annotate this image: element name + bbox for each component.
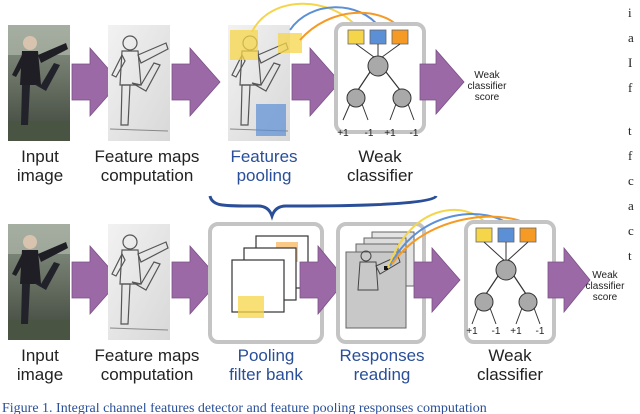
figure-caption-strip: Figure 1. Integral channel features dete… — [0, 403, 640, 414]
bottom-leaf-1: +1 — [466, 326, 478, 337]
bottom-connector-yellow — [387, 208, 489, 269]
margin-letter-6: f — [628, 148, 633, 163]
responses-reading — [336, 222, 426, 344]
top-connector-blue — [289, 6, 381, 31]
bottom-feature-map — [107, 223, 171, 341]
margin-letter-4: f — [628, 80, 633, 95]
top-connector-orange — [299, 11, 401, 41]
margin-letter-1: i — [628, 5, 632, 20]
top-arrow-1 — [71, 46, 121, 118]
bottom-input-image — [8, 224, 70, 340]
top-arrow-4 — [419, 48, 465, 116]
margin-letter-9: c — [628, 223, 634, 238]
margin-letter-8: a — [628, 198, 634, 213]
top-pooled-map — [227, 24, 302, 142]
bottom-leaf-4: -1 — [535, 326, 545, 337]
top-leaf-2: -1 — [364, 128, 374, 139]
top-connector-yellow — [251, 2, 359, 33]
top-leaf-4: -1 — [409, 128, 419, 139]
top-leaf-1: +1 — [337, 128, 349, 139]
features-pooling-brace — [208, 194, 438, 221]
top-arrow-2 — [171, 46, 221, 118]
top-arrow-3 — [291, 46, 341, 118]
top-feature-map — [107, 24, 171, 142]
bottom-weak-classifier — [464, 220, 556, 344]
bottom-leaf-3: +1 — [510, 326, 522, 337]
bottom-arrow-5 — [547, 246, 591, 314]
margin-letter-3: I — [628, 55, 633, 70]
top-weak-classifier — [334, 22, 426, 134]
margin-letter-10: t — [628, 248, 632, 263]
bottom-arrow-1 — [71, 244, 121, 316]
bottom-leaf-2: -1 — [491, 326, 501, 337]
top-leaf-3: +1 — [384, 128, 396, 139]
margin-letter-7: c — [628, 173, 634, 188]
margin-letter-2: a — [628, 30, 634, 45]
figure-caption: Figure 1. Integral channel features dete… — [2, 403, 487, 414]
bottom-arrow-2 — [171, 244, 221, 316]
margin-letter-5: t — [628, 123, 632, 138]
bottom-arrow-4 — [413, 246, 461, 314]
bottom-arrow-3 — [299, 244, 347, 316]
top-input-image — [8, 25, 70, 141]
